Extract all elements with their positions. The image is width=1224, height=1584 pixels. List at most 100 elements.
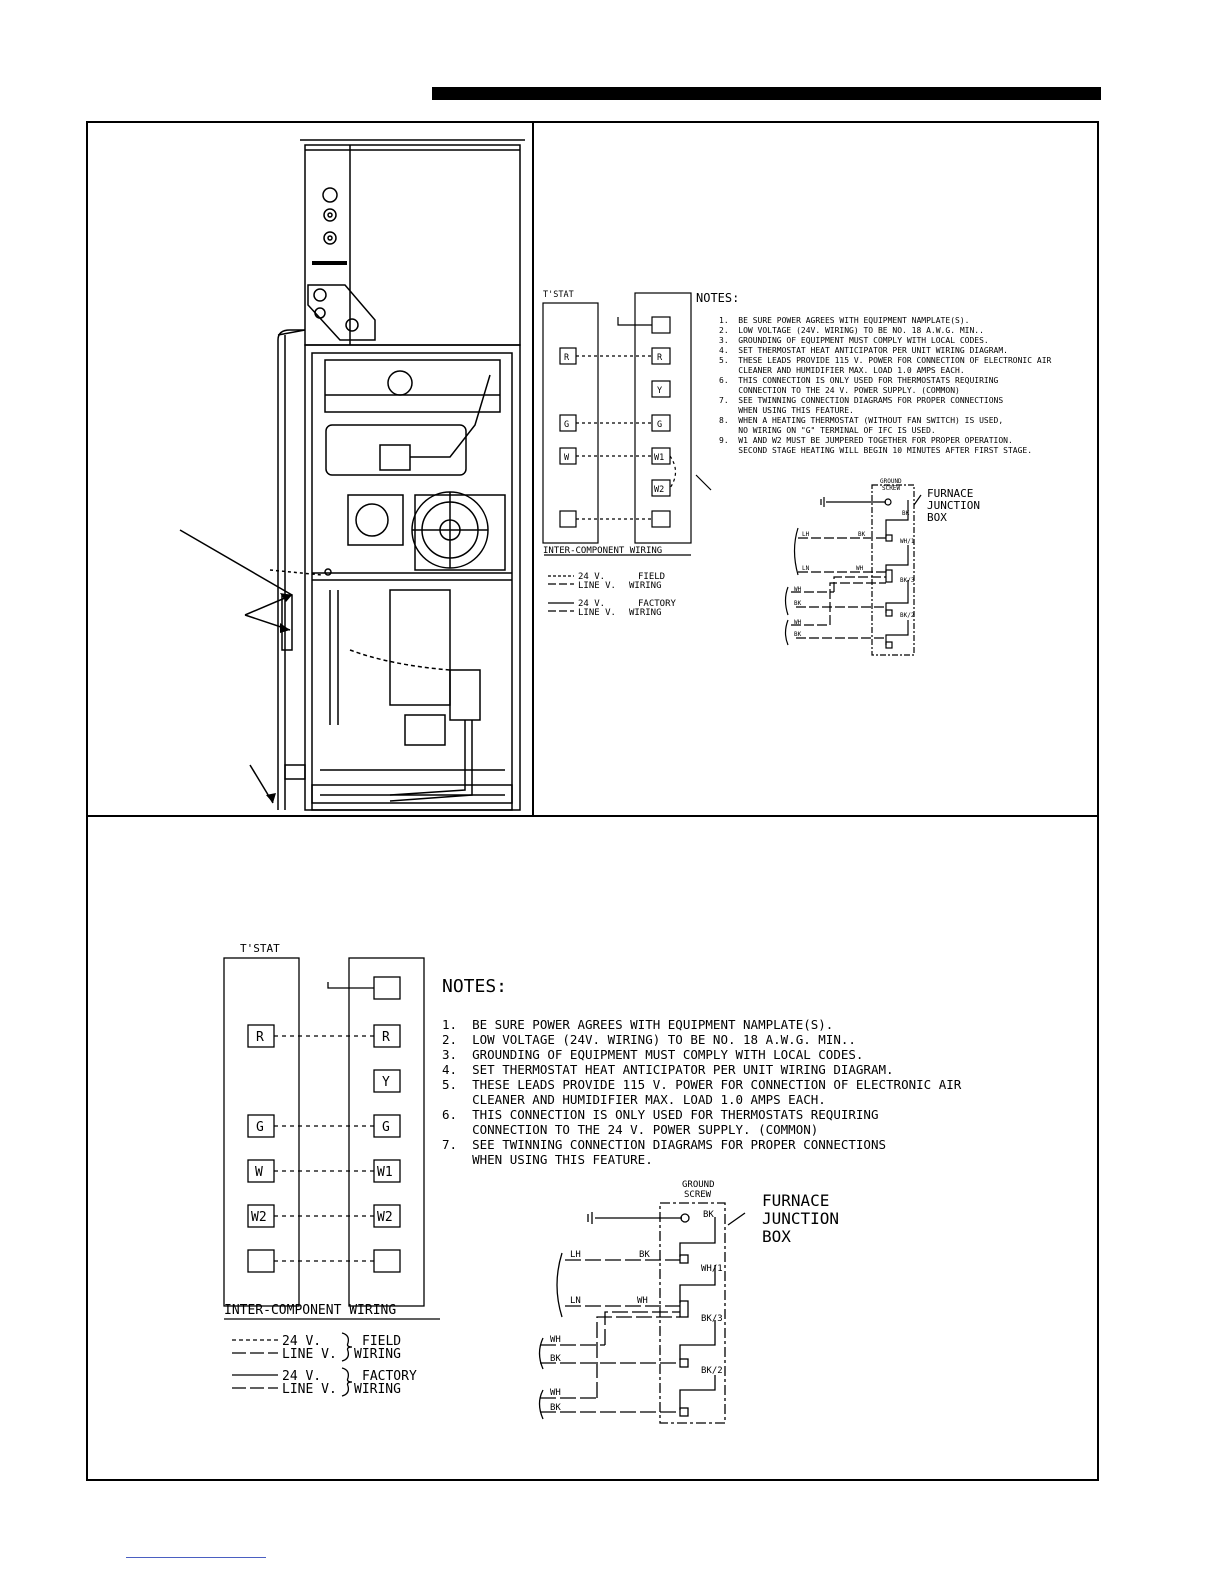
gas-valve-panel (325, 424, 467, 476)
note-line: 5. THESE LEADS PROVIDE 115 V. POWER FOR … (442, 1077, 962, 1092)
note-line: 3. GROUNDING OF EQUIPMENT MUST COMPLY WI… (719, 336, 989, 345)
inducer-box (347, 494, 404, 546)
tstat-block (223, 957, 300, 1307)
legend-line-v: LINE V. (282, 1382, 337, 1397)
callout-line-1 (179, 529, 293, 596)
box-label: BOX (762, 1227, 791, 1246)
note-line: 4. SET THERMOSTAT HEAT ANTICIPATOR PER U… (719, 346, 1008, 355)
note-line: 2. LOW VOLTAGE (24V. WIRING) TO BE NO. 1… (719, 326, 984, 335)
legend-line-v: LINE V. (282, 1347, 337, 1362)
vertical-divider (532, 121, 534, 816)
legend-field: FIELD (638, 572, 665, 582)
ifc-block (634, 292, 692, 544)
wire-label: BK (550, 1403, 561, 1413)
ifc-terminal-y: Y (657, 386, 662, 396)
gauge-low (323, 231, 337, 245)
legend-24v: 24 V. (578, 599, 605, 609)
tstat-block (542, 302, 599, 544)
wire-label: BK/2 (701, 1366, 723, 1376)
screw-label: SCREW (684, 1190, 712, 1200)
wiring-title: INTER-COMPONENT WIRING (543, 546, 662, 556)
notes-list: 1. BE SURE POWER AGREES WITH EQUIPMENT N… (719, 316, 1052, 455)
legend-wiring: WIRING (629, 608, 662, 618)
wire-label: WH (637, 1296, 648, 1306)
furnace-cabinet (304, 344, 521, 811)
wire-label: BK (794, 600, 802, 607)
note-line: CONNECTION TO THE 24 V. POWER SUPPLY. (C… (442, 1122, 818, 1137)
wire-label: WH/1 (900, 538, 915, 545)
gauge-mid (323, 208, 337, 222)
junction-label: JUNCTION (927, 499, 980, 512)
top-panel (324, 359, 501, 413)
legend-wiring: WIRING (629, 581, 662, 591)
legend-24v: 24 V. (282, 1334, 321, 1349)
horizontal-divider (86, 815, 1099, 817)
ifc-terminal-g: G (382, 1120, 390, 1135)
notes-list: 1. BE SURE POWER AGREES WITH EQUIPMENT N… (442, 1017, 962, 1167)
tstat-terminal-w: W (255, 1165, 263, 1180)
legend-factory: FACTORY (638, 599, 677, 609)
screw-label: SCREW (882, 485, 900, 492)
note-line: WHEN USING THIS FEATURE. (442, 1152, 653, 1167)
note-line: SECOND STAGE HEATING WILL BEGIN 10 MINUT… (719, 446, 1032, 455)
ifc-terminal-w1: W1 (654, 453, 664, 463)
tstat-label: T'STAT (240, 942, 280, 955)
wire-label: BK (550, 1354, 561, 1364)
legend-line-v: LINE V. (578, 608, 616, 618)
wire-label: WH (550, 1335, 561, 1345)
legend-line-v: LINE V. (578, 581, 616, 591)
notes-title: NOTES: (696, 291, 739, 305)
note-line: 6. THIS CONNECTION IS ONLY USED FOR THER… (719, 376, 999, 385)
wire-label: BK (703, 1210, 714, 1220)
note-line: 4. SET THERMOSTAT HEAT ANTICIPATOR PER U… (442, 1062, 894, 1077)
wire-label: WH (550, 1388, 561, 1398)
transformer (404, 714, 446, 746)
note-line: 7. SEE TWINNING CONNECTION DIAGRAMS FOR … (719, 396, 1003, 405)
tstat-terminal-g: G (564, 420, 569, 430)
wire-label: LH (570, 1250, 581, 1260)
box-label: BOX (927, 511, 947, 524)
header-bar (432, 87, 1101, 100)
note-line: NO WIRING ON "G" TERMINAL OF IFC IS USED… (719, 426, 936, 435)
note-line: 8. WHEN A HEATING THERMOSTAT (WITHOUT FA… (719, 416, 1003, 425)
legend-24v: 24 V. (578, 572, 605, 582)
junction-box (871, 484, 915, 656)
wire-label: BK (794, 631, 802, 638)
note-line: 9. W1 AND W2 MUST BE JUMPERED TOGETHER F… (719, 436, 1013, 445)
wire-label: LH (802, 531, 810, 538)
legend-24v: 24 V. (282, 1369, 321, 1384)
bottom-wiring-diagram: T'STAT R G W W2 R Y G W1 W2 NOTES: 1. BE… (223, 942, 962, 1424)
legend-factory: FACTORY (362, 1369, 417, 1384)
coil-cabinet (304, 144, 521, 346)
note-line: 7. SEE TWINNING CONNECTION DIAGRAMS FOR … (442, 1137, 886, 1152)
furnace-illustration (179, 139, 525, 811)
coil-elbow (307, 284, 376, 341)
ifc-terminal-w1: W1 (377, 1165, 393, 1180)
furnace-label: FURNACE (762, 1191, 829, 1210)
ifc-terminal-g: G (657, 420, 662, 430)
tstat-terminal-g: G (256, 1120, 264, 1135)
note-line: 6. THIS CONNECTION IS ONLY USED FOR THER… (442, 1107, 879, 1122)
wire-label: WH (794, 586, 802, 593)
junction-box (659, 1202, 726, 1424)
tstat-terminal-w: W (564, 453, 570, 463)
tstat-terminal-w2: W2 (251, 1210, 267, 1225)
capacitor (449, 669, 481, 721)
ifc-terminal-y: Y (382, 1075, 390, 1090)
wire-label: LN (802, 565, 810, 572)
ifc-block (348, 957, 425, 1307)
wire-label: BK (858, 531, 866, 538)
ifc-terminal-r: R (382, 1030, 390, 1045)
note-line: CONNECTION TO THE 24 V. POWER SUPPLY. (C… (719, 386, 960, 395)
notes-title: NOTES: (442, 976, 507, 997)
junction-label: JUNCTION (762, 1209, 839, 1228)
legend-wiring: WIRING (354, 1382, 401, 1397)
note-line: CLEANER AND HUMIDIFIER MAX. LOAD 1.0 AMP… (719, 366, 965, 375)
wire-label: BK (639, 1250, 650, 1260)
note-line: CLEANER AND HUMIDIFIER MAX. LOAD 1.0 AMP… (442, 1092, 826, 1107)
wire-label: WH/1 (701, 1264, 723, 1274)
diagram-frame (86, 121, 1099, 1481)
furnace-label: FURNACE (927, 487, 973, 500)
wire-label: BK/3 (900, 577, 915, 584)
wire-label: WH (856, 565, 864, 572)
